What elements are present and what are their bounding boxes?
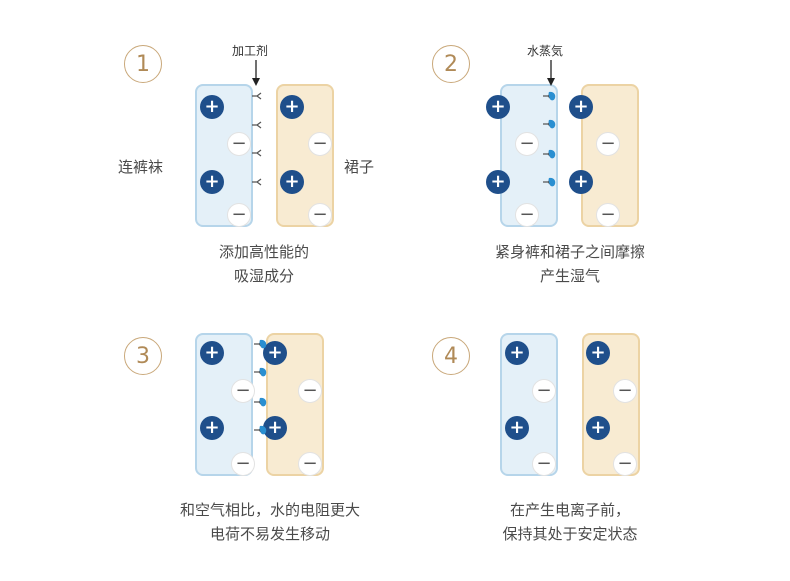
step-1-caption-line-1: 添加高性能的 <box>218 243 309 261</box>
positive-charge: + <box>569 170 593 194</box>
water-droplet-icon <box>542 119 556 129</box>
negative-charge: − <box>613 452 637 476</box>
negative-charge: − <box>596 203 620 227</box>
positive-charge: + <box>263 416 287 440</box>
positive-charge: + <box>505 341 529 365</box>
step-1-caption-line-2: 吸湿成分 <box>233 267 294 285</box>
positive-charge: + <box>505 416 529 440</box>
water-vapor-label: 水蒸気 <box>527 44 564 58</box>
negative-charge: − <box>231 452 255 476</box>
step-2-caption-line-2: 产生湿气 <box>539 267 600 285</box>
positive-charge: + <box>200 95 224 119</box>
positive-charge: + <box>263 341 287 365</box>
step-number-4: 4 <box>432 337 470 375</box>
negative-charge: − <box>532 379 556 403</box>
fiber-icon <box>251 178 262 186</box>
negative-charge: − <box>515 203 539 227</box>
positive-charge: + <box>200 416 224 440</box>
step-number-1: 1 <box>124 45 162 83</box>
water-droplet-icon <box>253 339 267 349</box>
positive-charge: + <box>280 170 304 194</box>
fiber-icon <box>251 121 262 129</box>
step-4-caption-line-2: 保持其处于安定状态 <box>502 525 638 543</box>
negative-charge: − <box>308 203 332 227</box>
step-number-2: 2 <box>432 45 470 83</box>
water-droplet-icon <box>253 397 267 407</box>
negative-charge: − <box>596 132 620 156</box>
positive-charge: + <box>586 416 610 440</box>
water-droplet-icon <box>542 91 556 101</box>
negative-charge: − <box>227 203 251 227</box>
additive-label: 加工剂 <box>232 44 269 58</box>
positive-charge: + <box>486 95 510 119</box>
additive-pointer-arrowhead <box>252 78 260 86</box>
negative-charge: − <box>231 379 255 403</box>
positive-charge: + <box>586 341 610 365</box>
step-4-caption-line-1: 在产生电离子前， <box>509 501 630 519</box>
water-vapor-pointer-arrowhead <box>547 78 555 86</box>
step-3-caption-line-2: 电荷不易发生移动 <box>209 525 330 543</box>
fiber-icon <box>251 92 262 100</box>
positive-charge: + <box>200 341 224 365</box>
negative-charge: − <box>532 452 556 476</box>
water-droplet-icon <box>253 367 267 377</box>
water-droplet-icon <box>542 149 556 159</box>
positive-charge: + <box>280 95 304 119</box>
step-number-3: 3 <box>124 337 162 375</box>
negative-charge: − <box>308 132 332 156</box>
negative-charge: − <box>227 132 251 156</box>
positive-charge: + <box>486 170 510 194</box>
skirt-fabric <box>582 333 640 476</box>
step-2-caption-line-1: 紧身裤和裙子之间摩擦 <box>494 243 645 261</box>
skirt-label: 裙子 <box>344 158 375 176</box>
fiber-icon <box>251 149 262 157</box>
positive-charge: + <box>200 170 224 194</box>
water-droplet-icon <box>542 177 556 187</box>
negative-charge: − <box>515 132 539 156</box>
water-droplet-icon <box>253 425 267 435</box>
negative-charge: − <box>298 379 322 403</box>
step-3-caption-line-1: 和空气相比，水的电阻更大 <box>179 501 360 519</box>
negative-charge: − <box>613 379 637 403</box>
negative-charge: − <box>298 452 322 476</box>
positive-charge: + <box>569 95 593 119</box>
pantyhose-label: 连裤袜 <box>118 158 164 176</box>
